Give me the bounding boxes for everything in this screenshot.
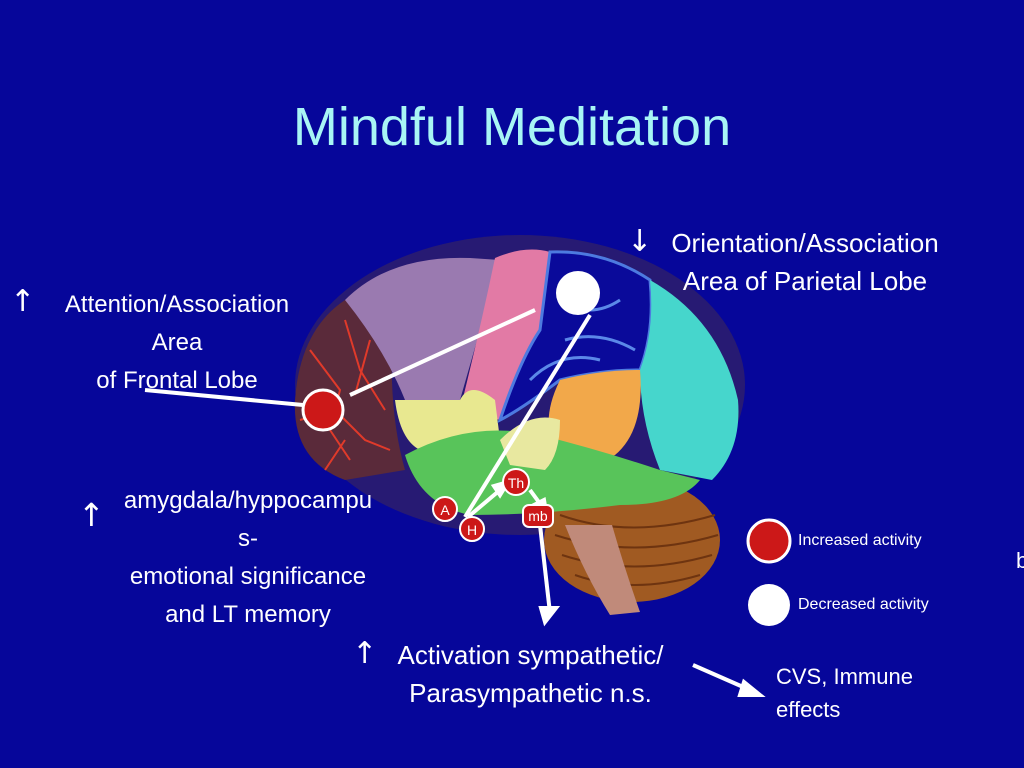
premotor-region: [345, 257, 500, 400]
parieto-temporal-region: [548, 370, 641, 462]
frontal-increased-marker: [301, 388, 345, 432]
decrease-arrow-icon: ↓: [627, 224, 653, 259]
orientation-label: Orientation/Association Area of Parietal…: [671, 228, 939, 296]
legend-increased-label: Increased activity: [798, 532, 922, 549]
motor-strip: [460, 249, 550, 420]
edge-text-fragment: b: [1016, 548, 1024, 573]
cvs-label: CVS, Immune effects: [776, 664, 913, 722]
attention-label: Attention/Association Area of Frontal Lo…: [64, 291, 290, 394]
occipital-region: [640, 280, 739, 480]
increase-arrow-icon: ↑: [78, 496, 105, 534]
parietal-decreased-marker: [556, 271, 600, 315]
legend-increased-swatch: [746, 518, 792, 564]
brain-illustration: [294, 235, 745, 615]
increase-arrow-icon: ↑: [10, 284, 36, 319]
midbrain-marker: [522, 504, 554, 528]
increase-arrow-icon: ↑: [352, 636, 378, 671]
hippocampus-label: H: [467, 522, 477, 538]
brainstem: [565, 525, 640, 615]
amygdala-label-block: amygdala/hyppocampu s- emotional signifi…: [123, 487, 373, 628]
activation-label: Activation sympathetic/ Parasympathetic …: [397, 640, 664, 708]
thalamus-label: Th: [508, 475, 524, 491]
amygdala-marker: [432, 496, 458, 522]
legend-decreased-swatch: [748, 584, 790, 626]
amygdala-label: A: [440, 502, 450, 518]
page-title: Mindful Meditation: [292, 97, 732, 157]
hippocampus-marker: [459, 516, 485, 542]
legend-decreased-label: Decreased activity: [798, 596, 929, 613]
inner-region: [500, 417, 560, 470]
thalamus-marker: [502, 468, 530, 496]
midbrain-label: mb: [528, 508, 548, 524]
